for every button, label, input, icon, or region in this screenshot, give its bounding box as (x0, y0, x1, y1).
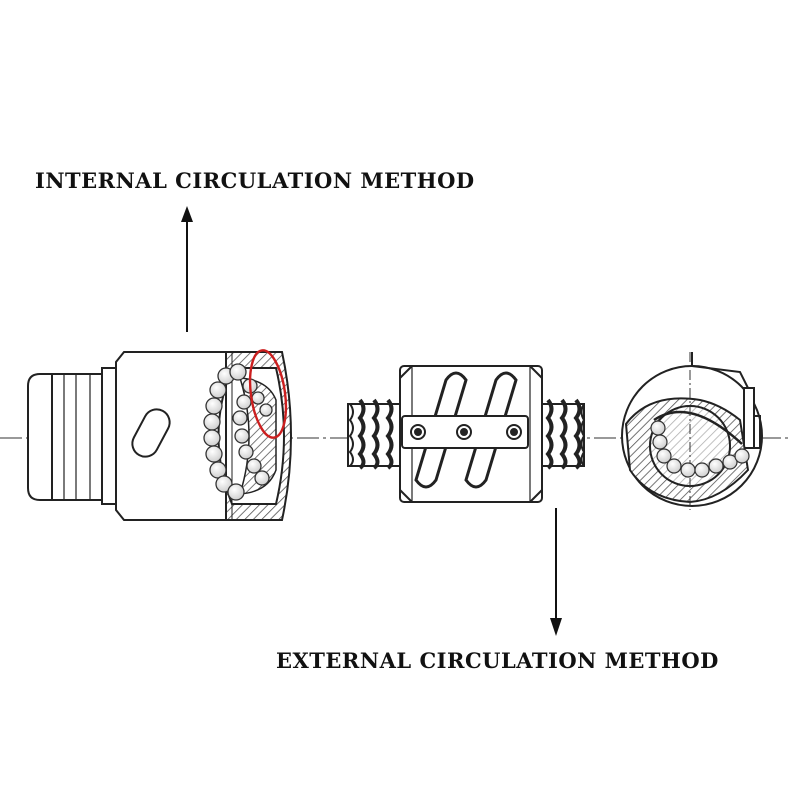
external-ball-nut-drawing (347, 365, 586, 503)
left-screw-threads (347, 398, 401, 470)
deflector-highlight-circle (248, 349, 288, 439)
internal-ball-nut-drawing (27, 351, 292, 521)
internal-ball-chain (203, 363, 273, 501)
external-circulation-label: EXTERNAL CIRCULATION METHOD (276, 648, 719, 673)
arrow-to-internal-label (181, 206, 193, 332)
cross-section-ball-chain (650, 420, 750, 478)
internal-circulation-label: INTERNAL CIRCULATION METHOD (35, 168, 475, 193)
cross-section-drawing (621, 352, 763, 510)
arrow-to-external-label (550, 508, 562, 636)
right-screw-threads (539, 398, 586, 470)
